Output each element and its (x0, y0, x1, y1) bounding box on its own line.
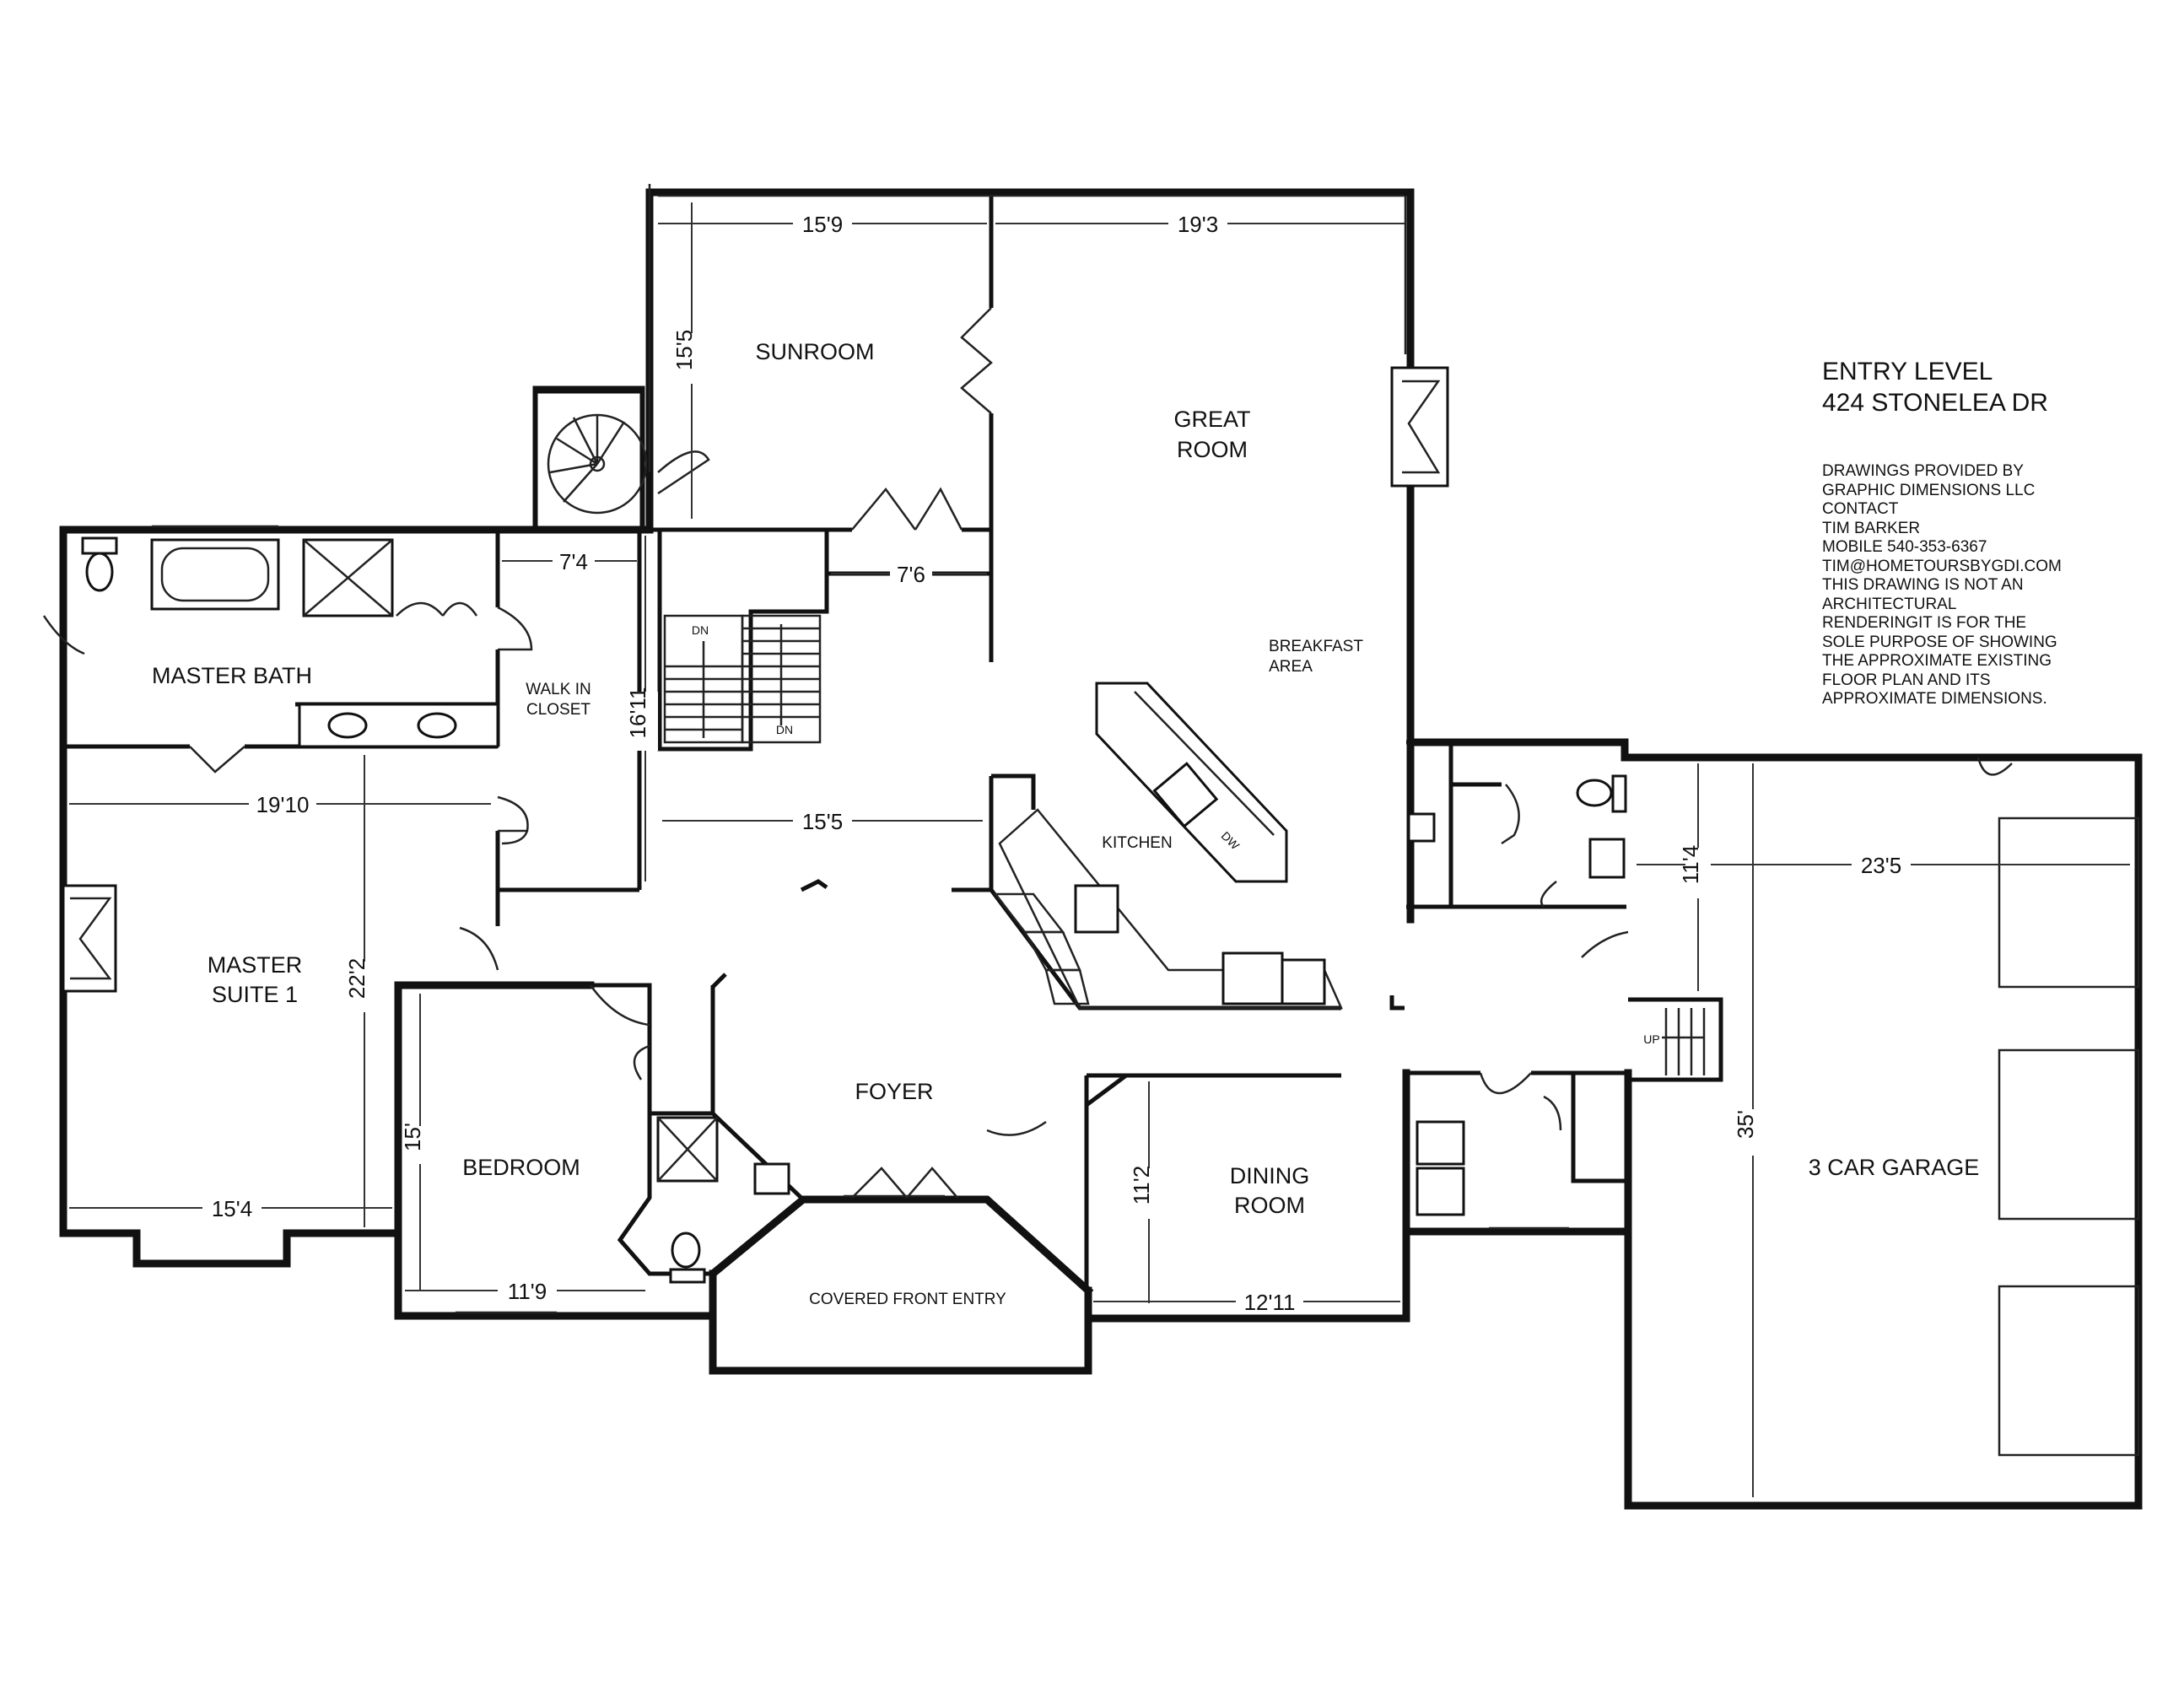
label-bedroom: BEDROOM (462, 1155, 580, 1180)
label-great-room-1: GREAT (1173, 407, 1250, 432)
note-line: ARCHITECTURAL (1822, 595, 1957, 613)
label-breakfast-2: AREA (1269, 658, 1313, 676)
label-dining-2: ROOM (1234, 1193, 1305, 1218)
windows (152, 184, 1569, 1314)
note-line: APPROXIMATE DIMENSIONS. (1822, 690, 2047, 708)
title-block: ENTRY LEVEL 424 STONELEA DR (1822, 356, 2160, 418)
garage-doors (1998, 817, 2140, 1457)
dim-sunroom-height: 15'5 (671, 330, 697, 370)
title-line-2: 424 STONELEA DR (1822, 389, 2048, 417)
label-breakfast-1: BREAKFAST (1269, 638, 1363, 655)
dim-bedroom-width: 11'9 (508, 1279, 547, 1304)
label-stair-dn-2: DN (776, 723, 793, 736)
note-line: DRAWINGS PROVIDED BY (1822, 462, 2024, 480)
main-stairs (663, 614, 822, 744)
label-walk-in-2: CLOSET (526, 701, 590, 719)
spiral-stair (535, 391, 648, 529)
dim-bedroom-height: 15' (400, 1123, 425, 1151)
note-line: SOLE PURPOSE OF SHOWING (1822, 633, 2057, 651)
title-line-1: ENTRY LEVEL (1822, 358, 1993, 385)
note-line: THE APPROXIMATE EXISTING (1822, 652, 2052, 670)
note-line: TIM BARKER (1822, 519, 1921, 537)
room-labels: SUNROOM GREAT ROOM BREAKFAST AREA MASTER… (152, 339, 1979, 1308)
label-garage: 3 CAR GARAGE (1809, 1155, 1980, 1180)
wall-stubs (711, 879, 1405, 1011)
fireplace-great-room (1390, 366, 1449, 488)
note-line: MOBILE 540-353-6367 (1822, 538, 1987, 556)
note-line: CONTACT (1822, 500, 1899, 518)
dim-dining-height: 11'2 (1129, 1166, 1154, 1205)
master-bath-fixtures (81, 536, 499, 748)
note-line: TIM@HOMETOURSBYGDI.COM (1822, 557, 2062, 575)
label-master-suite-2: SUITE 1 (212, 982, 298, 1007)
dim-dining-width: 12'11 (1244, 1290, 1296, 1315)
dim-garage-height: 35' (1733, 1110, 1758, 1139)
bedroom-bath-fixtures (656, 1116, 790, 1284)
dim-suite-height: 22'2 (344, 958, 369, 999)
kitchen-island (1095, 682, 1288, 883)
label-master-suite-1: MASTER (208, 952, 303, 978)
note-line: FLOOR PLAN AND ITS (1822, 671, 1991, 689)
washer-dryer (1416, 1120, 1465, 1216)
dim-suite-bottom: 15'4 (212, 1196, 252, 1221)
dimension-labels: 15'9 19'3 15'5 7'4 7'6 16'11 19'10 22'2 … (202, 211, 1911, 1315)
dim-great-width: 19'3 (1178, 212, 1218, 237)
dim-garage-width: 23'5 (1861, 853, 1901, 878)
drawing-notes: DRAWINGS PROVIDED BY GRAPHIC DIMENSIONS … (1822, 462, 2100, 709)
note-line: THIS DRAWING IS NOT AN (1822, 576, 2024, 594)
label-kitchen: KITCHEN (1102, 834, 1172, 852)
label-stair-up: UP (1643, 1032, 1659, 1046)
powder-room-fixtures (1407, 774, 1627, 879)
dim-stair-height: 16'11 (625, 687, 650, 739)
label-covered-entry: COVERED FRONT ENTRY (809, 1291, 1006, 1308)
label-great-room-2: ROOM (1177, 437, 1248, 462)
garage-stairs (1662, 1008, 1706, 1075)
label-master-bath: MASTER BATH (152, 663, 312, 688)
kitchen-counters (993, 808, 1343, 1010)
dimension-lines (69, 202, 2130, 1497)
note-line: RENDERINGIT IS FOR THE (1822, 614, 2027, 632)
label-walk-in-1: WALK IN (526, 681, 590, 698)
door-swings (42, 307, 2013, 1199)
label-sunroom: SUNROOM (756, 339, 875, 364)
label-dining-1: DINING (1230, 1163, 1310, 1188)
dim-suite-width: 19'10 (256, 792, 310, 817)
note-line: GRAPHIC DIMENSIONS LLC (1822, 481, 2036, 499)
fireplace-master-suite (62, 884, 117, 993)
dim-hall-width: 7'6 (897, 562, 925, 587)
dim-sunroom-width: 15'9 (802, 212, 843, 237)
label-foyer: FOYER (855, 1079, 933, 1104)
dim-foyer-width: 15'5 (802, 809, 843, 834)
dim-garage-top: 11'4 (1678, 845, 1703, 884)
label-stair-dn-1: DN (692, 623, 709, 637)
dim-walkin-width: 7'4 (559, 549, 588, 574)
